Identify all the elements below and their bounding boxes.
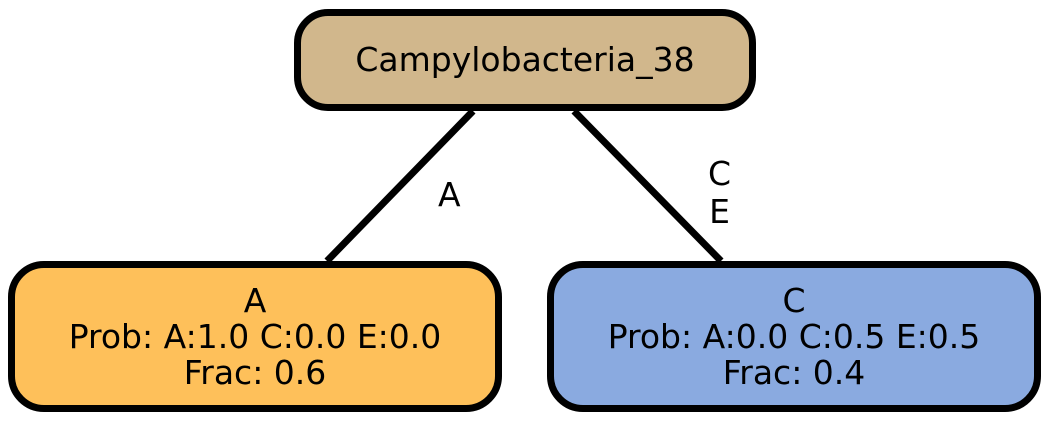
leaf-node-a: A Prob: A:1.0 C:0.0 E:0.0 Frac: 0.6 <box>8 261 502 412</box>
leaf-node-name: A <box>243 280 267 320</box>
leaf-node-prob: Prob: A:1.0 C:0.0 E:0.0 <box>68 316 442 356</box>
edge-label-right-line: C <box>708 154 732 193</box>
edge-label-left-line: A <box>438 175 461 214</box>
leaf-node-name: C <box>782 280 806 320</box>
leaf-node-frac: Frac: 0.6 <box>183 352 327 392</box>
leaf-node-frac: Frac: 0.4 <box>722 352 866 392</box>
root-node: Campylobacteria_38 <box>294 9 756 111</box>
leaf-node-prob: Prob: A:0.0 C:0.5 E:0.5 <box>607 316 981 356</box>
edge-root-to-a <box>324 108 476 264</box>
edge-label-right: C E <box>708 155 731 231</box>
root-node-label: Campylobacteria_38 <box>355 40 695 79</box>
edge-label-right-line: E <box>709 192 730 231</box>
edge-label-left: A <box>438 176 461 214</box>
leaf-node-c: C Prob: A:0.0 C:0.5 E:0.5 Frac: 0.4 <box>547 261 1041 412</box>
edge-root-to-c <box>571 108 724 264</box>
